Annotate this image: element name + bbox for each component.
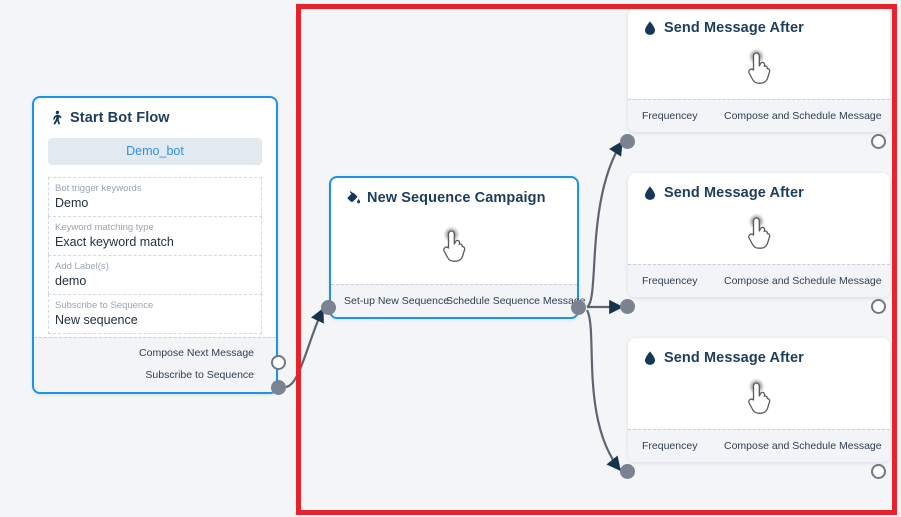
port-in-frequency-3[interactable]: [620, 464, 635, 479]
hand-cursor-icon: [432, 225, 476, 269]
water-drop-icon: [642, 185, 658, 201]
node-message-header-2: Send Message After: [628, 173, 890, 207]
node-message-title-1: Send Message After: [664, 20, 804, 36]
field-value: New sequence: [55, 313, 138, 327]
port-out-compose-schedule-1[interactable]: [871, 134, 886, 149]
message-port-strip-2: Frequencey Compose and Schedule Message: [628, 264, 890, 297]
field-value: Exact keyword match: [55, 235, 174, 249]
node-send-message-after-1[interactable]: Send Message After Frequencey Compose an…: [628, 8, 890, 132]
field-value: Demo: [55, 196, 89, 210]
node-start-title: Start Bot Flow: [70, 110, 170, 126]
port-label-compose-schedule-1: Compose and Schedule Message: [724, 110, 882, 122]
port-label-compose-schedule-3: Compose and Schedule Message: [724, 440, 882, 452]
start-bot-fields: Bot trigger keywords Demo Keyword matchi…: [34, 175, 276, 334]
port-label-compose-next-message: Compose Next Message: [139, 347, 254, 359]
field-keyword-matching-type[interactable]: Keyword matching type Exact keyword matc…: [48, 216, 262, 255]
node-send-message-after-3[interactable]: Send Message After Frequencey Compose an…: [628, 338, 890, 462]
node-start-header: Start Bot Flow: [34, 98, 276, 132]
node-message-header-3: Send Message After: [628, 338, 890, 372]
port-out-compose-schedule-3[interactable]: [871, 464, 886, 479]
field-label: Keyword matching type: [55, 222, 154, 233]
paint-bucket-icon: [345, 190, 361, 206]
edge-start-to-sequence: [285, 307, 324, 389]
message-port-strip-1: Frequencey Compose and Schedule Message: [628, 99, 890, 132]
node-message-body-1: [628, 44, 890, 94]
port-out-subscribe-to-sequence[interactable]: [271, 380, 286, 395]
port-label-compose-schedule-2: Compose and Schedule Message: [724, 275, 882, 287]
water-drop-icon: [642, 350, 658, 366]
hand-cursor-icon: [737, 377, 781, 421]
edge-sequence-to-message-3: [585, 309, 621, 472]
water-drop-icon: [642, 20, 658, 36]
port-in-frequency-1[interactable]: [620, 134, 635, 149]
field-value: demo: [55, 274, 87, 288]
node-message-body-2: [628, 209, 890, 259]
port-label-setup-new-sequence: Set-up New Sequence: [344, 295, 450, 307]
port-out-schedule-sequence-message[interactable]: [571, 300, 586, 315]
bot-chip[interactable]: Demo_bot: [48, 138, 262, 165]
hand-cursor-icon: [737, 212, 781, 256]
edge-sequence-to-message-1: [586, 140, 623, 308]
field-subscribe-to-sequence[interactable]: Subscribe to Sequence New sequence: [48, 294, 262, 334]
node-sequence-title: New Sequence Campaign: [367, 190, 546, 206]
node-message-title-3: Send Message After: [664, 350, 804, 366]
field-label: Subscribe to Sequence: [55, 300, 154, 311]
node-message-title-2: Send Message After: [664, 185, 804, 201]
node-sequence-header: New Sequence Campaign: [331, 178, 577, 212]
field-add-labels[interactable]: Add Label(s) demo: [48, 255, 262, 294]
port-out-compose-schedule-2[interactable]: [871, 299, 886, 314]
hand-cursor-icon: [737, 47, 781, 91]
field-label: Bot trigger keywords: [55, 183, 142, 194]
port-label-subscribe-to-sequence: Subscribe to Sequence: [145, 369, 254, 381]
node-message-body-3: [628, 374, 890, 424]
port-label-schedule-sequence-message: Schedule Sequence Message: [446, 295, 586, 307]
running-person-icon: [48, 110, 64, 126]
port-label-frequency-1: Frequencey: [642, 110, 698, 122]
node-message-header-1: Send Message After: [628, 8, 890, 42]
port-in-setup-new-sequence[interactable]: [321, 300, 336, 315]
field-label: Add Label(s): [55, 261, 109, 272]
start-bot-port-strip: Compose Next Message Subscribe to Sequen…: [34, 337, 276, 392]
port-out-compose-next-message[interactable]: [271, 355, 286, 370]
node-start-bot-flow[interactable]: Start Bot Flow Demo_bot Bot trigger keyw…: [32, 96, 278, 394]
node-send-message-after-2[interactable]: Send Message After Frequencey Compose an…: [628, 173, 890, 297]
port-label-frequency-3: Frequencey: [642, 440, 698, 452]
node-new-sequence-campaign[interactable]: New Sequence Campaign Set-up New Sequenc…: [329, 176, 586, 319]
port-label-frequency-2: Frequencey: [642, 275, 698, 287]
field-bot-trigger-keywords[interactable]: Bot trigger keywords Demo: [48, 177, 262, 216]
node-sequence-body: [331, 216, 577, 278]
sequence-port-strip: Set-up New Sequence Schedule Sequence Me…: [331, 284, 586, 317]
port-in-frequency-2[interactable]: [620, 299, 635, 314]
message-port-strip-3: Frequencey Compose and Schedule Message: [628, 429, 890, 462]
